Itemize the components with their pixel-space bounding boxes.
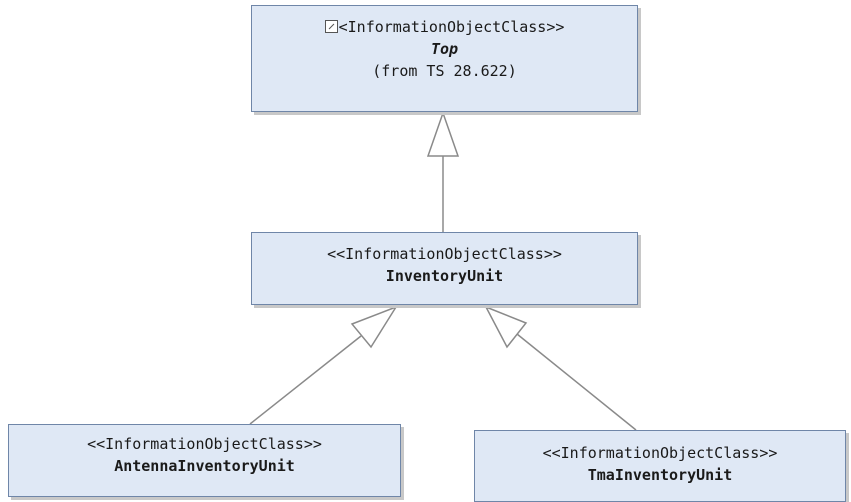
class-box-tmainventoryunit[interactable]: <<InformationObjectClass>> TmaInventoryU… (474, 430, 846, 502)
class-name: Top (430, 40, 459, 58)
generalization-arrowhead-antenna (350, 305, 398, 349)
class-stereotype-text: <InformationObjectClass>> (338, 18, 565, 36)
class-stereotype: <<InformationObjectClass>> (87, 435, 322, 453)
class-name: AntennaInventoryUnit (114, 457, 295, 475)
class-box-antennainventoryunit[interactable]: <<InformationObjectClass>> AntennaInvent… (8, 424, 401, 497)
class-box-inventoryunit[interactable]: <<InformationObjectClass>> InventoryUnit (251, 232, 638, 305)
class-box-top[interactable]: <InformationObjectClass>> Top (from TS 2… (251, 5, 638, 112)
stereotype-icon (324, 20, 338, 33)
edge-antenna-to-inventoryunit (249, 335, 362, 425)
class-package-ref: (from TS 28.622) (372, 62, 517, 80)
class-stereotype: <<InformationObjectClass>> (327, 245, 562, 263)
generalization-arrowhead-tma (484, 305, 528, 349)
class-stereotype: <InformationObjectClass>> (252, 16, 637, 38)
class-stereotype: <<InformationObjectClass>> (542, 444, 778, 462)
generalization-arrowhead-top (426, 110, 460, 157)
class-name: InventoryUnit (385, 267, 504, 285)
class-name: TmaInventoryUnit (587, 466, 733, 484)
edge-tma-to-inventoryunit (516, 333, 637, 431)
